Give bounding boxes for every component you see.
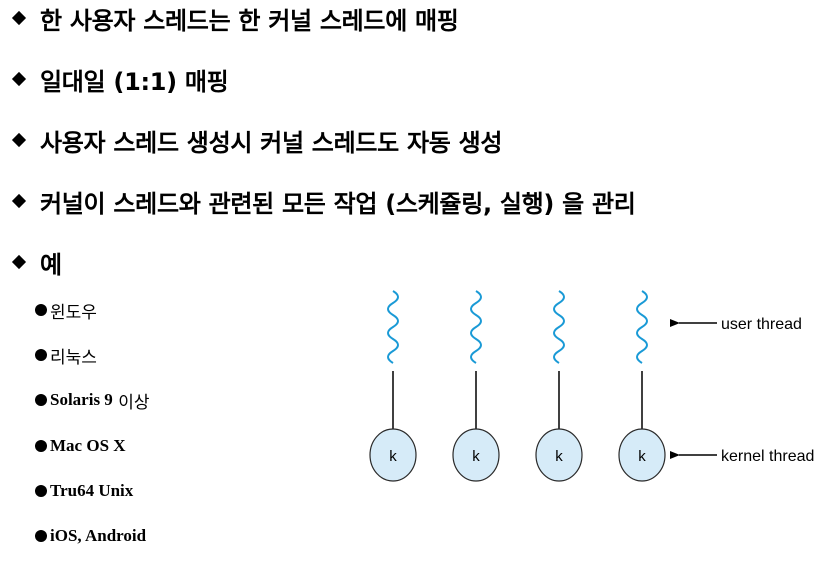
dot-bullet-icon <box>35 530 47 542</box>
example-item: 리눅스 <box>35 344 97 368</box>
example-text: Mac OS X <box>50 436 126 455</box>
example-text: Tru64 Unix <box>50 481 134 500</box>
bullet-2-text: 일대일 (1:1) 매핑 <box>40 67 229 96</box>
example-item: Tru64 Unix <box>35 480 133 502</box>
example-item: 윈도우 <box>35 299 97 323</box>
example-item: Solaris 9 이상 <box>35 389 150 413</box>
kernel-thread-node-label: k <box>389 448 397 465</box>
example-text: Solaris 9 <box>50 390 113 409</box>
user-thread-label: user thread <box>721 316 802 333</box>
kernel-thread-node-3 <box>535 428 583 482</box>
kernel-thread-node-1 <box>369 428 417 482</box>
dot-bullet-icon <box>35 485 47 497</box>
kernel-thread-node-label: k <box>638 448 646 465</box>
user-thread-2 <box>470 290 482 364</box>
bullet-5: 예 <box>8 245 62 279</box>
kernel-thread-node-label: k <box>472 448 480 465</box>
example-text: 리눅스 <box>50 347 97 368</box>
bullet-2: 일대일 (1:1) 매핑 <box>8 62 229 96</box>
example-item: iOS, Android <box>35 525 146 547</box>
kernel-thread-node-2 <box>452 428 500 482</box>
user-thread-3 <box>553 290 565 364</box>
example-item: Mac OS X <box>35 435 126 457</box>
bullet-3: 사용자 스레드 생성시 커널 스레드도 자동 생성 <box>8 123 502 157</box>
example-text: iOS, Android <box>50 526 147 545</box>
example-text: 윈도우 <box>50 302 97 323</box>
bullet-4: 커널이 스레드와 관련된 모든 작업 (스케쥴링, 실행) 을 관리 <box>8 184 636 218</box>
bullet-1-text: 한 사용자 스레드는 한 커널 스레드에 매핑 <box>40 6 459 35</box>
dot-bullet-icon <box>35 440 47 452</box>
kernel-thread-label: kernel thread <box>721 448 814 465</box>
dot-bullet-icon <box>35 394 47 406</box>
kernel-thread-node-label: k <box>555 448 563 465</box>
user-thread-1 <box>387 290 399 364</box>
bullet-1: 한 사용자 스레드는 한 커널 스레드에 매핑 <box>8 1 459 35</box>
bullet-5-text: 예 <box>40 250 62 279</box>
dot-bullet-icon <box>35 304 47 316</box>
kernel-thread-node-4 <box>618 428 666 482</box>
user-thread-4 <box>636 290 648 364</box>
example-suffix: 이상 <box>112 392 150 413</box>
dot-bullet-icon <box>35 349 47 361</box>
bullet-4-text: 커널이 스레드와 관련된 모든 작업 (스케쥴링, 실행) 을 관리 <box>40 189 636 218</box>
bullet-3-text: 사용자 스레드 생성시 커널 스레드도 자동 생성 <box>40 128 503 157</box>
